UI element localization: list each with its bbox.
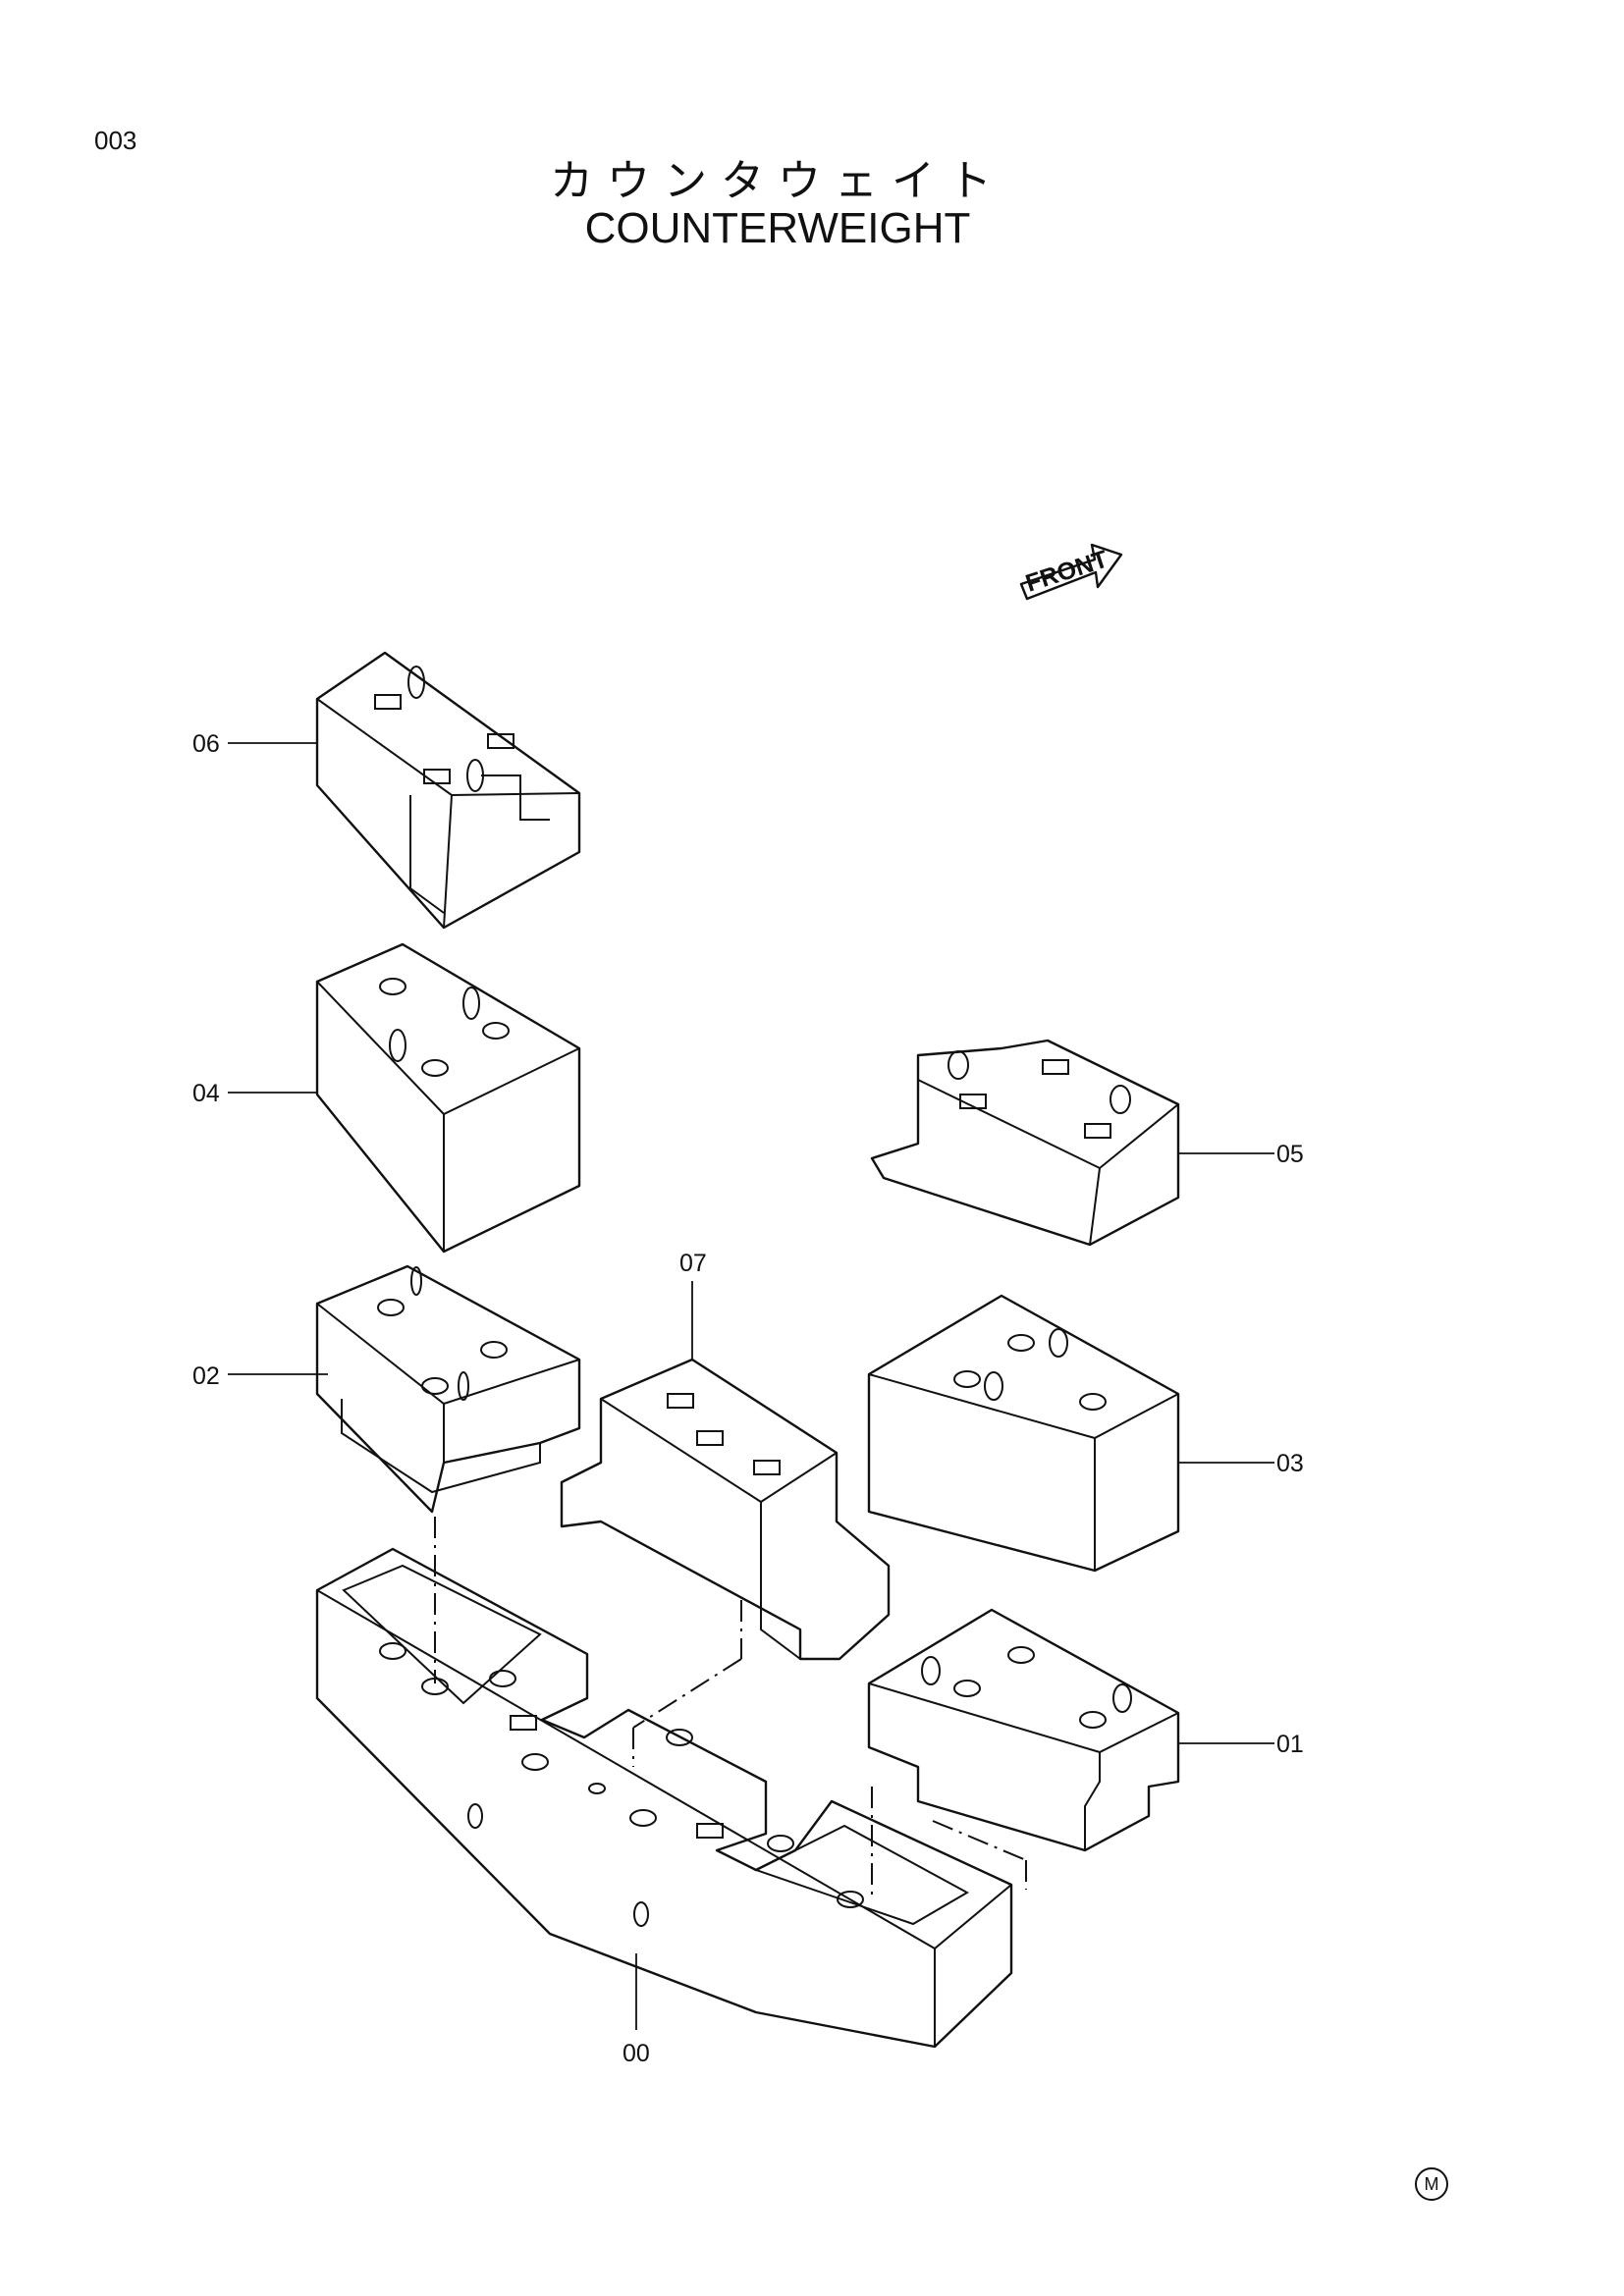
- part-01-block: [867, 1608, 1180, 1852]
- callout-06: 06: [192, 730, 220, 758]
- callout-02: 02: [192, 1362, 220, 1390]
- callout-03: 03: [1276, 1450, 1304, 1477]
- part-02-block: [315, 1264, 581, 1514]
- front-arrow-label: FRONT: [1022, 545, 1111, 597]
- part-06-block: [315, 651, 581, 930]
- part-03-block: [867, 1294, 1180, 1573]
- callout-04: 04: [192, 1080, 220, 1107]
- callout-00: 00: [623, 2040, 650, 2067]
- callout-05: 05: [1276, 1141, 1304, 1168]
- callout-01: 01: [1276, 1731, 1304, 1758]
- part-04-block: [315, 942, 581, 1254]
- m-mark-icon: M: [1415, 2167, 1448, 2201]
- title-japanese: カウンタウェイト: [550, 156, 1005, 206]
- title-english: COUNTERWEIGHT: [584, 204, 971, 252]
- page-number: 003: [94, 126, 137, 155]
- callout-07: 07: [679, 1250, 707, 1277]
- leader-lines: [228, 742, 1274, 2030]
- part-00-base: [315, 1547, 1013, 2049]
- part-05-block: [870, 1039, 1180, 1247]
- alignment-lines: [434, 1517, 1027, 1895]
- part-07-block: [560, 1358, 891, 1661]
- front-arrow-icon: FRONT: [1019, 543, 1123, 601]
